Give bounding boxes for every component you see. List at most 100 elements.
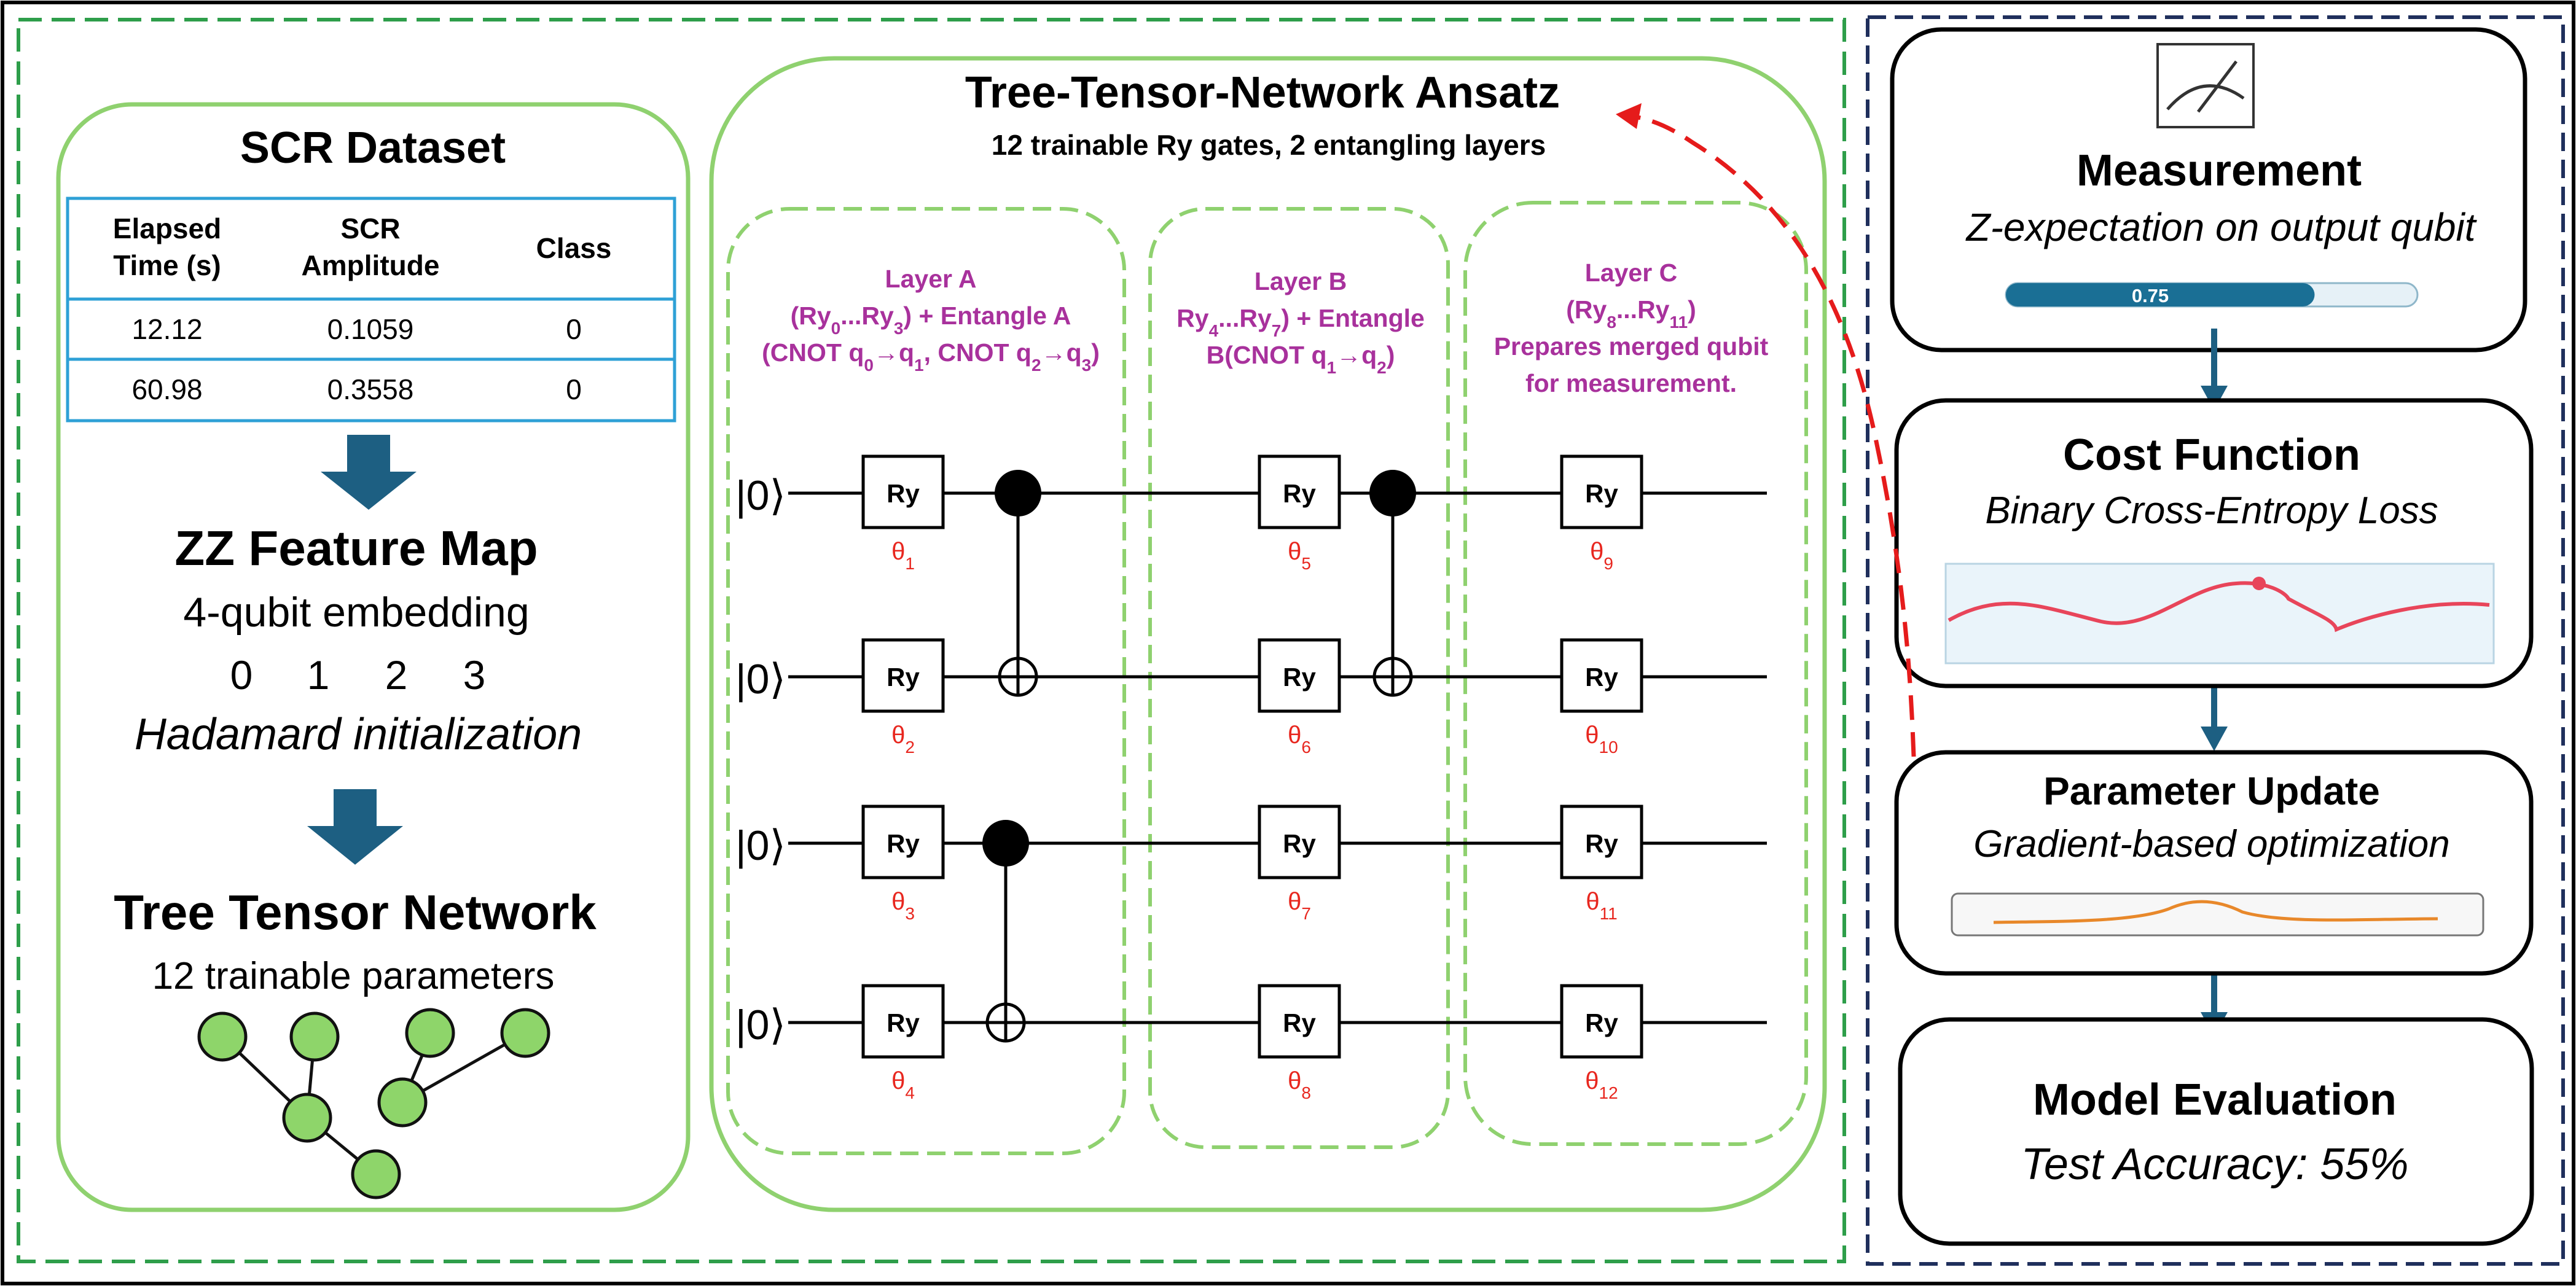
ry-gate-label: Ry — [887, 479, 920, 508]
measurement-box — [1890, 27, 2527, 353]
theta-label: θ1 — [891, 538, 915, 573]
cell-r1-c2: 0 — [566, 373, 582, 405]
header-amplitude: Amplitude — [302, 249, 440, 281]
header-class: Class — [536, 232, 612, 264]
dataset-title: SCR Dataset — [240, 123, 506, 173]
progress-fill — [2006, 283, 2315, 306]
tree-nodes — [197, 1008, 550, 1199]
layer-a-cnots: (CNOT q0→q1, CNOT q2→q3) — [762, 338, 1100, 375]
ry-gate — [1258, 805, 1341, 879]
loss-curve — [1948, 581, 2490, 633]
ket-zero: |0⟩ — [735, 1002, 786, 1048]
feature-map-init: Hadamard initialization — [135, 710, 582, 759]
tree-node — [377, 1077, 428, 1128]
feedback-arrow — [1634, 114, 1916, 757]
ry-gate — [861, 454, 945, 529]
layer-c-box — [1463, 201, 1808, 1146]
ansatz-panel — [709, 56, 1827, 1212]
ry-gate — [861, 638, 945, 713]
ket-zero: |0⟩ — [735, 822, 786, 869]
qubit-index-1: 1 — [307, 652, 330, 698]
ry-gate — [1560, 638, 1643, 713]
theta-label: θ11 — [1586, 888, 1617, 923]
qubit-index-2: 2 — [385, 652, 408, 698]
ansatz-subtitle: 12 trainable Ry gates, 2 entangling laye… — [992, 129, 1546, 161]
ry-gate-label: Ry — [887, 829, 920, 858]
ket-zero: |0⟩ — [735, 656, 786, 703]
qubit-index-3: 3 — [463, 652, 486, 698]
cell-r1-c1: 0.3558 — [327, 373, 414, 405]
cell-r0-c1: 0.1059 — [327, 313, 414, 345]
loss-sparkline — [1944, 563, 2495, 664]
meter-icon — [2156, 43, 2255, 128]
ansatz-title: Tree-Tensor-Network Ansatz — [965, 68, 1560, 117]
dataset-table: Elapsed Time (s) SCR Amplitude Class 12.… — [66, 197, 676, 423]
navy-dashed-region — [1866, 15, 2565, 1266]
ry-gate — [1258, 984, 1341, 1059]
quantum-circuit: |0⟩|0⟩|0⟩|0⟩Ryθ1Ryθ2Ryθ3Ryθ4Ryθ5Ryθ6Ryθ7… — [735, 454, 1767, 1102]
measurement-subtitle: Z-expectation on output qubit — [1965, 205, 2477, 249]
left-panel — [56, 102, 691, 1212]
theta-label: θ6 — [1288, 722, 1311, 757]
layer-captions: Layer A (Ry0...Ry3) + Entangle A (CNOT q… — [762, 259, 1768, 397]
ry-gate-label: Ry — [1283, 829, 1316, 858]
layer-c-purpose-2: for measurement. — [1525, 369, 1737, 397]
model-evaluation-box — [1898, 1017, 2534, 1246]
header-elapsed: Elapsed — [113, 212, 221, 244]
cell-r1-c0: 60.98 — [131, 373, 202, 405]
layer-b-cnot: B(CNOT q1→q2) — [1207, 341, 1395, 377]
layer-c-purpose-1: Prepares merged qubit — [1494, 332, 1769, 360]
progress-label: 0.75 — [2132, 285, 2169, 306]
ry-gate-label: Ry — [1585, 829, 1618, 858]
cnot-control-dot — [1369, 470, 1416, 516]
evaluation-subtitle: Test Accuracy: 55% — [2021, 1140, 2409, 1189]
header-time: Time (s) — [113, 249, 221, 281]
theta-label: θ5 — [1288, 538, 1311, 573]
layer-c-title: Layer C — [1585, 259, 1677, 287]
theta-label: θ9 — [1590, 538, 1613, 573]
ry-gate-label: Ry — [1283, 663, 1316, 692]
theta-label: θ12 — [1585, 1067, 1618, 1102]
feature-map-title: ZZ Feature Map — [174, 521, 538, 575]
theta-label: θ4 — [891, 1067, 915, 1102]
green-dashed-region — [17, 18, 1846, 1263]
ry-gate — [861, 984, 945, 1059]
gradient-sparkline — [1951, 892, 2484, 937]
cost-title: Cost Function — [2063, 431, 2360, 480]
layer-a-gates: (Ry0...Ry3) + Entangle A — [791, 302, 1071, 338]
gradient-curve — [1993, 900, 2438, 924]
header-scr: SCR — [340, 212, 400, 244]
update-subtitle: Gradient-based optimization — [1973, 823, 2449, 865]
layer-a-title: Layer A — [885, 265, 977, 293]
tree-node — [405, 1008, 455, 1058]
ket-zero: |0⟩ — [735, 472, 786, 519]
ry-gate — [1258, 638, 1341, 713]
theta-label: θ8 — [1288, 1067, 1311, 1102]
tree-node — [197, 1011, 248, 1062]
tree-node — [351, 1149, 401, 1199]
cell-r0-c2: 0 — [566, 313, 582, 345]
ry-gate-label: Ry — [1585, 479, 1618, 508]
theta-label: θ7 — [1288, 888, 1311, 923]
ry-gate-label: Ry — [887, 663, 920, 692]
ry-gate-label: Ry — [1585, 663, 1618, 692]
ry-gate — [1560, 984, 1643, 1059]
ry-gate-label: Ry — [887, 1008, 920, 1037]
ry-gate-label: Ry — [1283, 479, 1316, 508]
ttn-subtitle: 12 trainable parameters — [152, 955, 555, 997]
ry-gate — [1258, 454, 1341, 529]
layer-b-title: Layer B — [1255, 267, 1347, 295]
down-arrow-1 — [321, 435, 417, 510]
ry-gate-label: Ry — [1585, 1008, 1618, 1037]
loss-marker — [2252, 577, 2266, 590]
tree-node — [282, 1093, 332, 1143]
theta-label: θ2 — [891, 722, 915, 757]
down-arrow-2 — [307, 789, 403, 865]
ry-gate — [1560, 454, 1643, 529]
feedback-arrowhead — [1616, 103, 1642, 129]
theta-label: θ3 — [891, 888, 915, 923]
tree-node — [289, 1011, 340, 1062]
expectation-progress-bar: 0.75 — [2005, 282, 2419, 308]
layer-a-box — [726, 207, 1126, 1155]
